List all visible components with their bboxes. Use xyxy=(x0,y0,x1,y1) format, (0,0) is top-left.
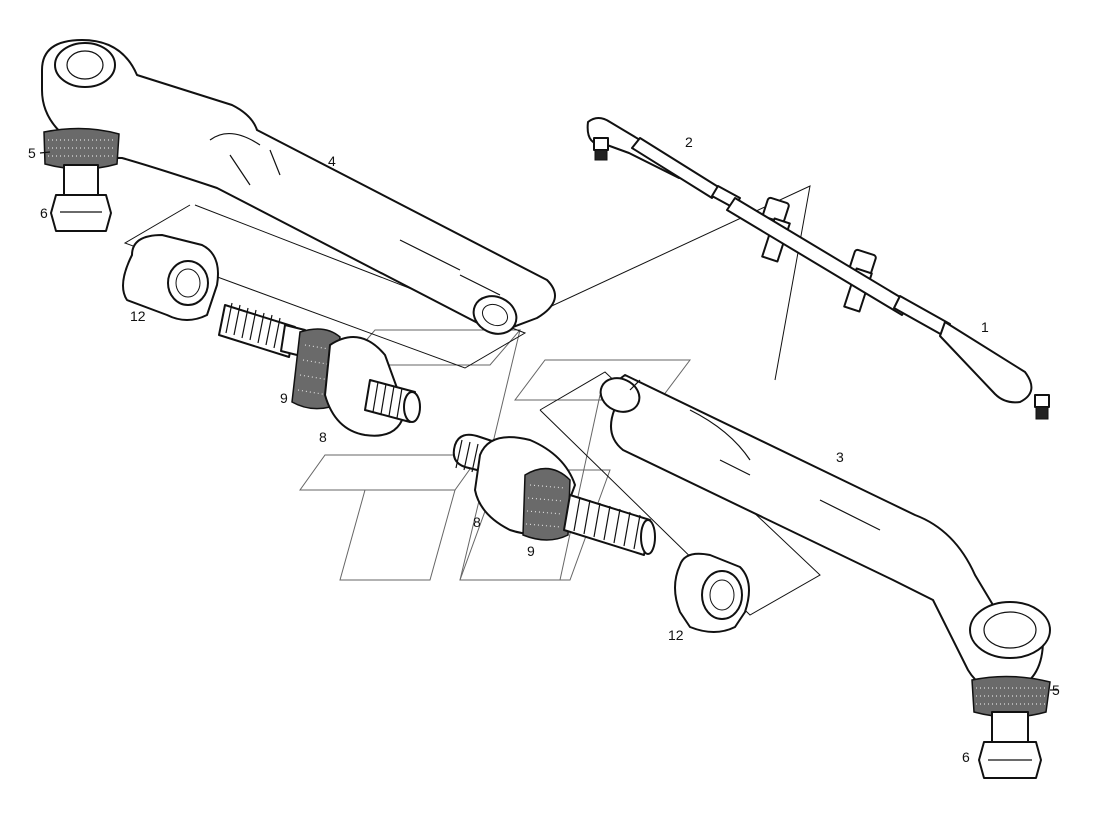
tie-rod-end-lower xyxy=(599,374,1051,779)
callout-4: 4 xyxy=(328,153,336,169)
callout-5-top: 5 xyxy=(28,145,36,161)
callout-1: 1 xyxy=(981,319,989,335)
callout-6-top: 6 xyxy=(40,205,48,221)
callout-5-bottom: 5 xyxy=(1052,682,1060,698)
callout-8-upper: 8 xyxy=(319,429,327,445)
adjuster-lower xyxy=(452,433,750,633)
callout-3: 3 xyxy=(836,449,844,465)
callout-9-lower: 9 xyxy=(527,543,535,559)
callout-9-upper: 9 xyxy=(280,390,288,406)
tie-rod-end-upper xyxy=(41,39,556,335)
adjuster-upper xyxy=(122,234,421,437)
callout-2: 2 xyxy=(685,134,693,150)
callout-12-lower: 12 xyxy=(668,627,684,643)
callout-6-bottom: 6 xyxy=(962,749,970,765)
callout-12-upper: 12 xyxy=(130,308,146,324)
callouts: 1 2 3 4 5 5 6 6 8 8 9 9 12 12 xyxy=(28,134,1060,765)
assembly-overview xyxy=(586,117,1050,420)
callout-8-lower: 8 xyxy=(473,514,481,530)
leader-lines xyxy=(39,151,1058,691)
